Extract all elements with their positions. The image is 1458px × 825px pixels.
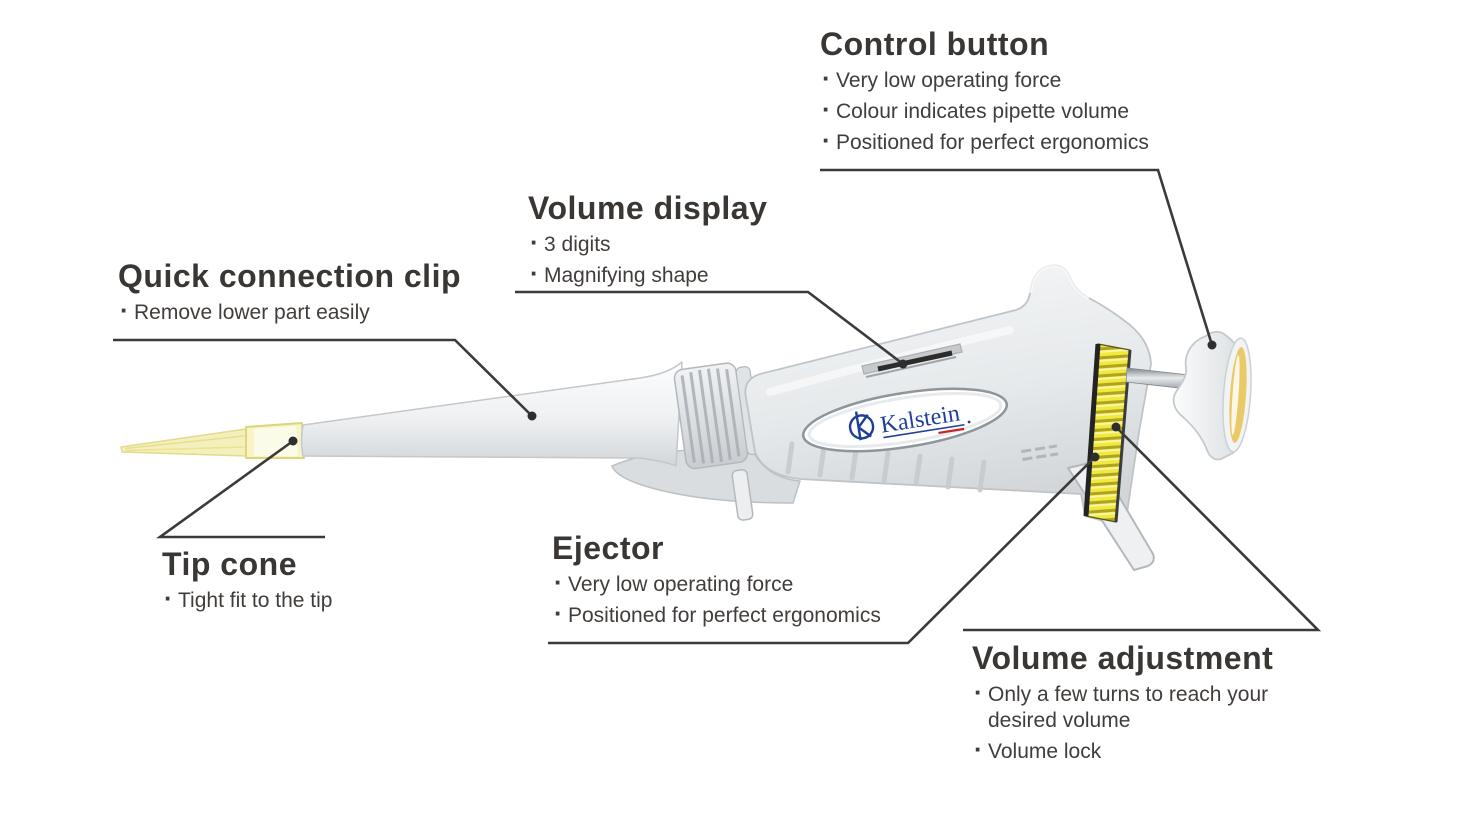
callout-tip-cone: Tip cone Tight fit to the tip	[162, 546, 332, 614]
callout-volume-adjustment: Volume adjustment Only a few turns to re…	[972, 640, 1273, 765]
callout-title-tip-cone: Tip cone	[162, 546, 297, 582]
leader-tip-cone	[155, 436, 325, 539]
volume-display-window	[861, 343, 963, 378]
brand-label: Kalstein	[801, 387, 1009, 453]
control-button-knob[interactable]	[1172, 330, 1255, 461]
callout-bullet: Positioned for perfect ergonomics	[820, 127, 1149, 156]
leader-ejector	[548, 452, 1100, 645]
callout-bullet: Magnifying shape	[528, 260, 767, 289]
grip-ribs-graphic	[785, 441, 987, 493]
callout-title-volume-display: Volume display	[528, 190, 768, 226]
pipette-graphic: Kalstein	[120, 263, 1255, 571]
brand-logo-mark	[848, 411, 875, 441]
leader-lines	[113, 168, 1322, 645]
callout-bullet: Colour indicates pipette volume	[820, 96, 1149, 125]
callout-bullet: 3 digits	[528, 229, 767, 258]
callout-bullet: Remove lower part easily	[118, 297, 461, 326]
callout-bullet: Positioned for perfect ergonomics	[552, 600, 881, 629]
tip-cone-graphic	[120, 422, 305, 459]
finger-hook-shade	[1028, 263, 1091, 300]
leader-quick-connection-clip	[113, 338, 537, 421]
leader-volume-display	[515, 290, 908, 369]
callout-control-button: Control button Very low operating force …	[820, 26, 1149, 156]
callout-title-ejector: Ejector	[552, 530, 664, 566]
callout-bullet: Tight fit to the tip	[162, 585, 332, 614]
callout-title-control-button: Control button	[820, 26, 1050, 62]
callout-bullet: Very low operating force	[552, 569, 881, 598]
leader-control-button	[820, 168, 1217, 350]
callout-bullet: Only a few turns to reach your desired v…	[972, 679, 1273, 734]
callout-ejector: Ejector Very low operating force Positio…	[552, 530, 881, 629]
callout-bullet: Very low operating force	[820, 65, 1149, 94]
callout-bullet: Volume lock	[972, 736, 1273, 765]
shaft-graphic	[300, 361, 683, 467]
leader-volume-adjustment	[963, 422, 1322, 632]
callout-title-quick-connection-clip: Quick connection clip	[118, 258, 461, 294]
callout-title-volume-adjustment: Volume adjustment	[972, 640, 1274, 676]
ejector-clip-tab-graphic	[731, 469, 754, 521]
callout-volume-display: Volume display 3 digits Magnifying shape	[528, 190, 767, 289]
emboss-mark-graphic	[1021, 444, 1059, 461]
volume-adjustment-dial[interactable]	[1083, 343, 1132, 523]
callout-quick-connection-clip: Quick connection clip Remove lower part …	[118, 258, 461, 326]
